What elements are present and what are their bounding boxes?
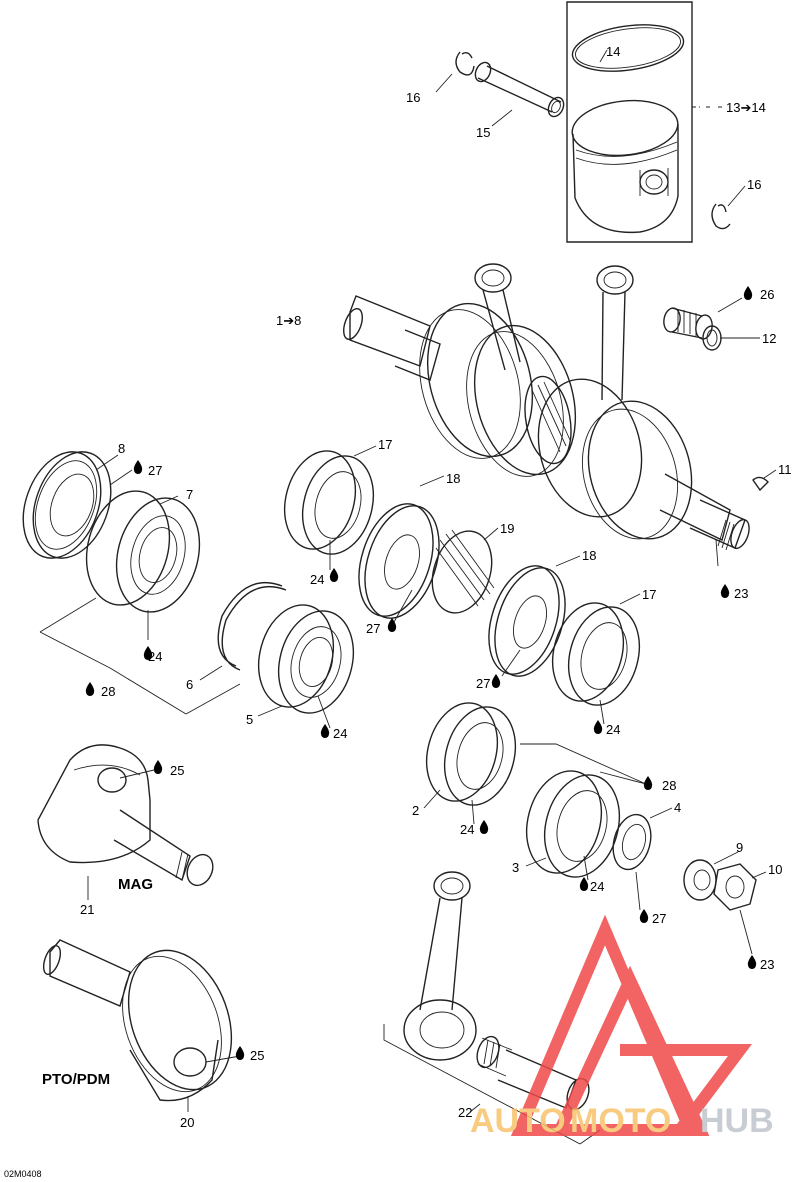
callout-27c: 27	[476, 676, 490, 691]
group-13-14: 13➔14	[726, 100, 766, 115]
oil-drop-icon	[85, 682, 95, 696]
washer	[683, 859, 717, 901]
pto-label: PTO/PDM	[42, 1071, 110, 1088]
watermark-logo: AUTO MOTO HUB	[470, 914, 774, 1140]
nut	[713, 863, 757, 911]
callout-24d: 24	[606, 722, 620, 737]
needle-bearing	[663, 307, 713, 340]
ball-bearing	[284, 450, 374, 555]
callout-18b: 18	[582, 548, 596, 563]
callout-4: 4	[674, 800, 681, 815]
watermark-auto: AUTO	[470, 1102, 566, 1140]
oil-seal	[612, 813, 652, 871]
watermark-moto: MOTO	[570, 1102, 671, 1140]
mag-crank-half	[37, 744, 214, 887]
callout-10: 10	[768, 862, 782, 877]
ball-bearing	[258, 604, 354, 714]
ball-bearing	[526, 770, 620, 878]
callout-labels: 14 16 15 13➔14 16 26 12 1➔8 11 8 27 7 24…	[4, 44, 792, 1179]
callout-20: 20	[180, 1115, 194, 1130]
watermark-hub: HUB	[700, 1102, 774, 1140]
callout-16: 16	[406, 90, 420, 105]
ball-bearing	[552, 602, 640, 706]
ball-bearing	[426, 702, 516, 806]
callout-24e: 24	[460, 822, 474, 837]
oil-drop-icon	[329, 568, 339, 582]
callout-28a: 28	[101, 684, 115, 699]
callout-25b: 25	[250, 1048, 264, 1063]
oil-drop-icon	[643, 776, 653, 790]
oil-drop-icon	[320, 724, 330, 738]
connecting-rod	[403, 871, 477, 1061]
circlip	[711, 203, 731, 230]
callout-21: 21	[80, 902, 94, 917]
mag-label: MAG	[118, 876, 153, 893]
oil-drop-icon	[133, 460, 143, 474]
circlip	[455, 51, 475, 76]
oil-drop-icon	[491, 674, 501, 688]
callout-8: 8	[118, 441, 125, 456]
callout-27d: 27	[652, 911, 666, 926]
callout-11: 11	[778, 462, 792, 477]
oil-seal	[22, 451, 112, 559]
diagram-code: 02M0408	[4, 1169, 42, 1179]
callout-23a: 23	[734, 586, 748, 601]
oil-drop-icon	[387, 618, 397, 632]
callout-5: 5	[246, 712, 253, 727]
piston	[571, 99, 679, 234]
retaining-ring	[217, 582, 287, 671]
callout-25a: 25	[170, 763, 184, 778]
callout-22: 22	[458, 1105, 472, 1120]
woodruff-key	[752, 476, 769, 492]
callout-24a: 24	[148, 649, 162, 664]
oil-drop-icon	[593, 720, 603, 734]
oil-drop-icon	[479, 820, 489, 834]
piston-pin	[474, 61, 565, 118]
pto-crank-half	[42, 939, 233, 1102]
piston-ring	[571, 24, 685, 72]
callout-15: 15	[476, 125, 490, 140]
oil-drop-icon	[143, 646, 153, 660]
callout-24c: 24	[310, 572, 324, 587]
oil-seal	[358, 503, 440, 619]
ball-bearing	[85, 490, 201, 613]
callout-16b: 16	[747, 177, 761, 192]
group-1-8: 1➔8	[276, 313, 301, 328]
callout-26: 26	[760, 287, 774, 302]
crankshaft-assembly	[343, 263, 750, 551]
oil-drop-icon	[720, 584, 730, 598]
callout-23b: 23	[760, 957, 774, 972]
callout-17b: 17	[642, 587, 656, 602]
callout-6: 6	[186, 677, 193, 692]
piston-group	[566, 1, 722, 243]
drive-gear	[431, 529, 495, 614]
callout-18a: 18	[446, 471, 460, 486]
callout-24b: 24	[333, 726, 347, 741]
callout-12: 12	[762, 331, 776, 346]
callout-24f: 24	[590, 879, 604, 894]
callout-28b: 28	[662, 778, 676, 793]
oil-drop-icon	[639, 909, 649, 923]
callout-17a: 17	[378, 437, 392, 452]
leader-lines	[39, 49, 777, 1145]
callout-14: 14	[606, 44, 620, 59]
oil-drop-icon	[235, 1046, 245, 1060]
oil-drop-icon	[153, 760, 163, 774]
callout-27b: 27	[366, 621, 380, 636]
callout-2: 2	[412, 803, 419, 818]
oil-drop-icon	[579, 877, 589, 891]
oil-drop-icon	[747, 955, 757, 969]
callout-7: 7	[186, 487, 193, 502]
callout-19: 19	[500, 521, 514, 536]
callout-27a: 27	[148, 463, 162, 478]
callout-3: 3	[512, 860, 519, 875]
oil-drop-icon	[743, 286, 753, 300]
oil-seal	[488, 565, 566, 677]
callout-9: 9	[736, 840, 743, 855]
lubricant-drop-icons	[85, 286, 757, 1060]
